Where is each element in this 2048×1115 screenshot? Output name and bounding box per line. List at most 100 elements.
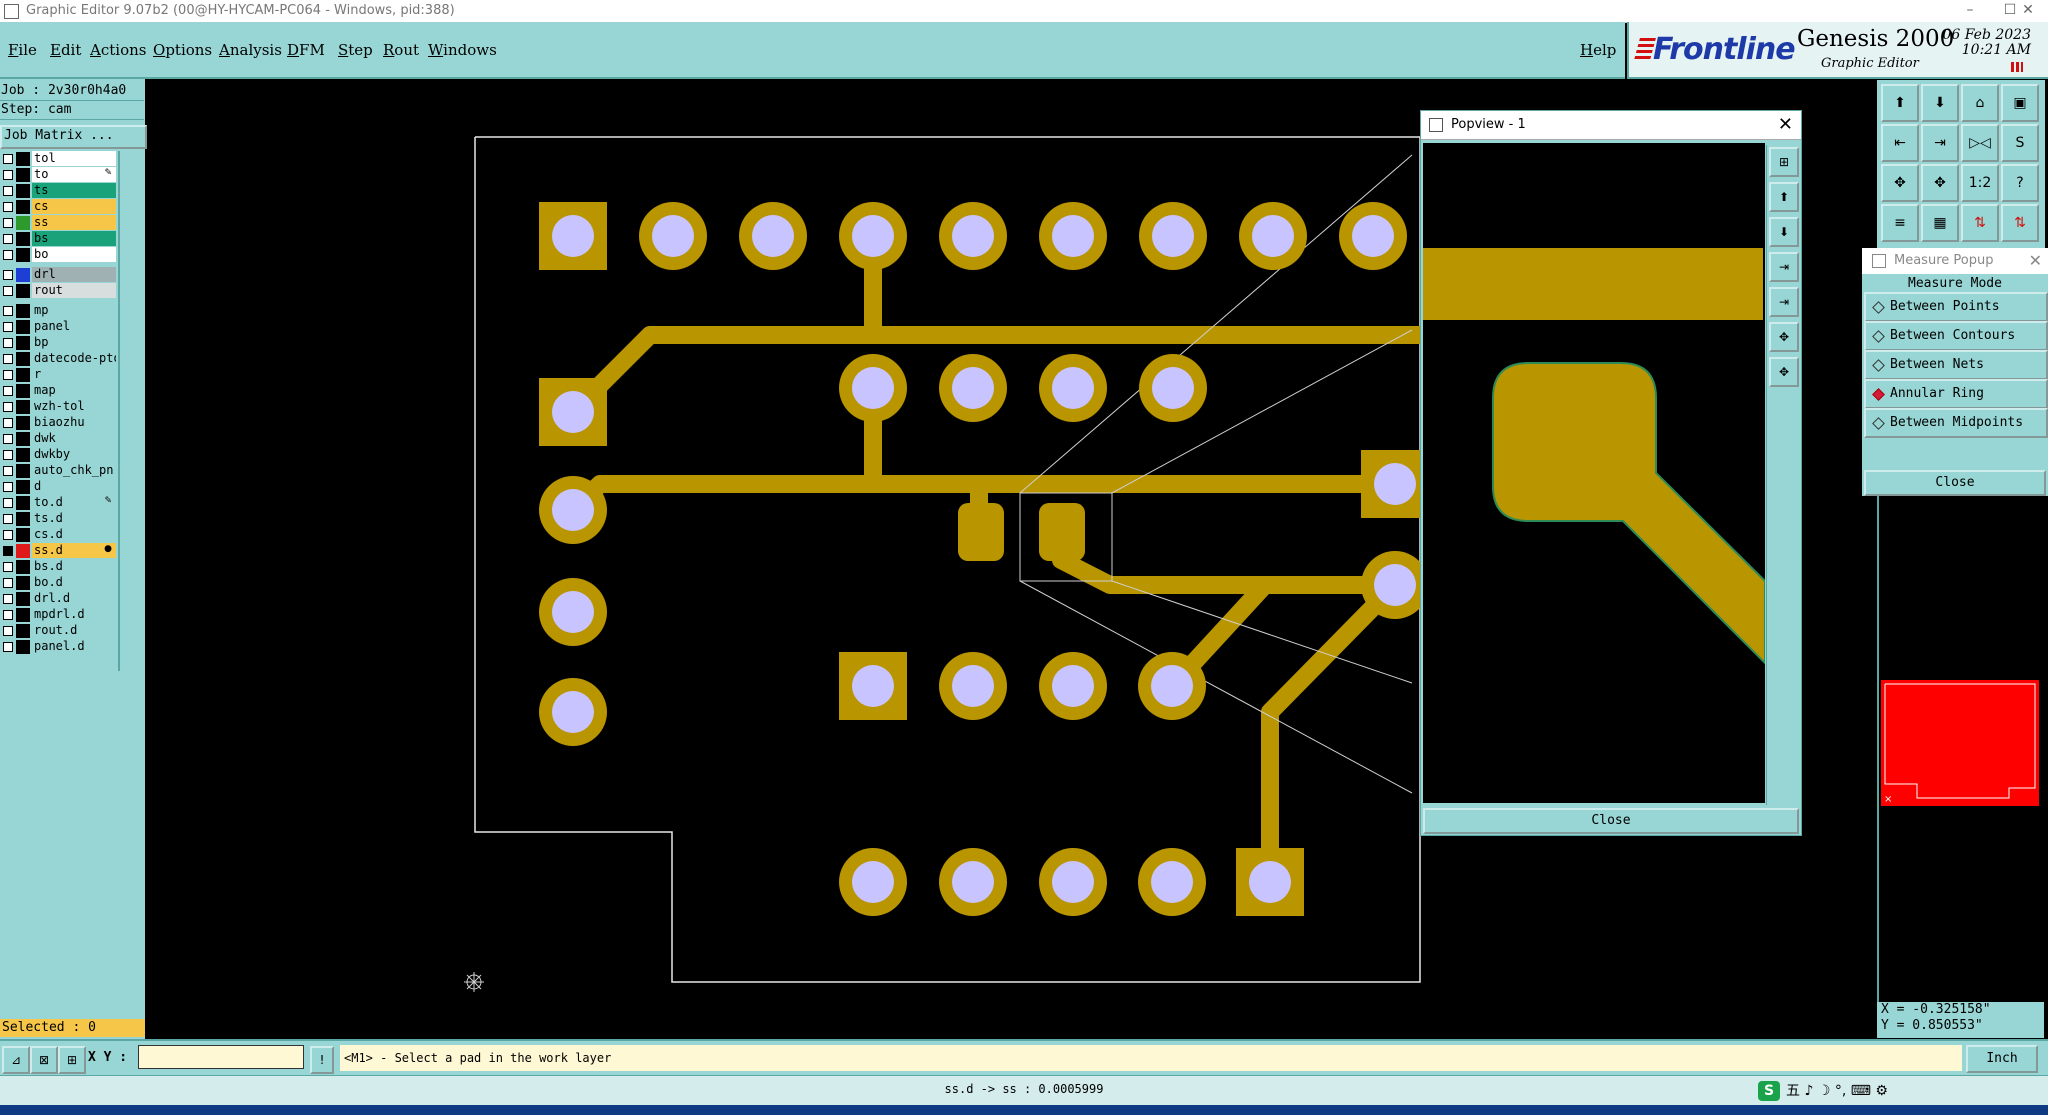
layer-name[interactable]: panel.d <box>32 639 116 654</box>
pv-tool-button[interactable]: ✥ <box>1769 322 1799 352</box>
xy-input[interactable] <box>138 1045 304 1069</box>
layer-row[interactable]: drl.d <box>0 591 118 607</box>
layer-row[interactable]: bp <box>0 335 118 351</box>
layer-row[interactable]: bs <box>0 231 118 247</box>
layer-name[interactable]: rout.d <box>32 623 116 638</box>
layer-name[interactable]: bs.d <box>32 559 116 574</box>
layer-row[interactable]: auto_chk_pn <box>0 463 118 479</box>
layer-color-swatch[interactable] <box>16 512 30 526</box>
layer-checkbox[interactable] <box>3 306 13 316</box>
layer-name[interactable]: to.d✎ <box>32 495 116 510</box>
pv-tool-button[interactable]: ⬇ <box>1769 217 1799 247</box>
layer-row[interactable]: tol <box>0 151 118 167</box>
layer-color-swatch[interactable] <box>16 368 30 382</box>
layer-name[interactable]: wzh-tol <box>32 399 116 414</box>
pv-tool-button[interactable]: ⇥ <box>1769 252 1799 282</box>
layer-row[interactable]: datecode-pto <box>0 351 118 367</box>
layer-checkbox[interactable] <box>3 546 13 556</box>
layer-row[interactable]: biaozhu <box>0 415 118 431</box>
measure-option[interactable]: Between Contours <box>1864 321 2048 351</box>
layer-name[interactable]: bs <box>32 231 116 246</box>
layer-checkbox[interactable] <box>3 578 13 588</box>
layer-row[interactable]: cs.d <box>0 527 118 543</box>
pv-tool-button[interactable]: ⇥ <box>1769 287 1799 317</box>
layer-checkbox[interactable] <box>3 370 13 380</box>
measure-option[interactable]: Between Points <box>1864 292 2048 322</box>
toolbar-button[interactable]: ▦ <box>1921 204 1959 242</box>
popview-close-icon[interactable]: ✕ <box>1777 114 1793 135</box>
layer-color-swatch[interactable] <box>16 624 30 638</box>
toolbar-button[interactable]: 1:2 <box>1961 164 1999 202</box>
layer-name[interactable]: dwk <box>32 431 116 446</box>
layer-row[interactable]: bs.d <box>0 559 118 575</box>
layer-name[interactable]: r <box>32 367 116 382</box>
measure-close-button[interactable]: Close <box>1864 470 2046 496</box>
measure-option[interactable]: Between Midpoints <box>1864 408 2048 438</box>
layer-checkbox[interactable] <box>3 286 13 296</box>
layer-checkbox[interactable] <box>3 402 13 412</box>
pv-tool-button[interactable]: ⬆ <box>1769 182 1799 212</box>
toolbar-button[interactable]: ≡ <box>1881 204 1919 242</box>
layer-color-swatch[interactable] <box>16 480 30 494</box>
layer-checkbox[interactable] <box>3 594 13 604</box>
layer-color-swatch[interactable] <box>16 320 30 334</box>
layer-name[interactable]: datecode-pto <box>32 351 116 366</box>
layer-row[interactable]: cs <box>0 199 118 215</box>
layer-checkbox[interactable] <box>3 610 13 620</box>
menu-dfm[interactable]: DFM <box>287 41 325 59</box>
toolbar-button[interactable]: ▷◁ <box>1961 124 1999 162</box>
layer-name[interactable]: ts.d <box>32 511 116 526</box>
layer-row[interactable]: rout <box>0 283 118 299</box>
toolbar-button[interactable]: S <box>2001 124 2039 162</box>
snap-mode-icon[interactable]: ⊿ <box>2 1046 30 1074</box>
layer-checkbox[interactable] <box>3 562 13 572</box>
layer-checkbox[interactable] <box>3 626 13 636</box>
layer-color-swatch[interactable] <box>16 200 30 214</box>
layer-row[interactable]: d <box>0 479 118 495</box>
toolbar-button[interactable]: ✥ <box>1921 164 1959 202</box>
layer-row[interactable]: ts.d <box>0 511 118 527</box>
layer-name[interactable]: ts <box>32 183 116 198</box>
menu-help[interactable]: Help <box>1580 41 1617 59</box>
layer-row[interactable]: panel.d <box>0 639 118 655</box>
toolbar-button[interactable]: ? <box>2001 164 2039 202</box>
layer-name[interactable]: mpdrl.d <box>32 607 116 622</box>
layer-color-swatch[interactable] <box>16 268 30 282</box>
layer-row[interactable]: ss <box>0 215 118 231</box>
popview-close-button[interactable]: Close <box>1423 808 1799 834</box>
layer-color-swatch[interactable] <box>16 152 30 166</box>
toolbar-button[interactable]: ⌂ <box>1961 84 1999 122</box>
measure-close-icon[interactable]: ✕ <box>2028 251 2042 270</box>
layer-color-swatch[interactable] <box>16 448 30 462</box>
layer-checkbox[interactable] <box>3 234 13 244</box>
menu-rout[interactable]: Rout <box>383 41 420 59</box>
toolbar-button[interactable]: ▣ <box>2001 84 2039 122</box>
layer-color-swatch[interactable] <box>16 400 30 414</box>
job-matrix-button[interactable]: Job Matrix ... <box>0 125 147 149</box>
layer-row[interactable]: mp <box>0 303 118 319</box>
layer-row[interactable]: panel <box>0 319 118 335</box>
minimize-button[interactable]: – <box>1966 2 1974 18</box>
toolbar-button[interactable]: ⇅ <box>1961 204 1999 242</box>
layer-row[interactable]: r <box>0 367 118 383</box>
layer-checkbox[interactable] <box>3 354 13 364</box>
layer-color-swatch[interactable] <box>16 352 30 366</box>
layer-name[interactable]: bp <box>32 335 116 350</box>
layer-checkbox[interactable] <box>3 482 13 492</box>
layer-name[interactable]: to✎ <box>32 167 116 182</box>
layer-row[interactable]: ss.d● <box>0 543 118 559</box>
layer-color-swatch[interactable] <box>16 528 30 542</box>
layer-checkbox[interactable] <box>3 218 13 228</box>
toolbar-button[interactable]: ⬇ <box>1921 84 1959 122</box>
layer-color-swatch[interactable] <box>16 304 30 318</box>
maximize-button[interactable]: ☐ <box>2003 2 2017 18</box>
popview-canvas[interactable] <box>1423 143 1765 803</box>
pv-tool-button[interactable]: ✥ <box>1769 357 1799 387</box>
layer-row[interactable]: rout.d <box>0 623 118 639</box>
overview-map[interactable]: × <box>1877 496 2048 1036</box>
layer-checkbox[interactable] <box>3 250 13 260</box>
toolbar-button[interactable]: ⇤ <box>1881 124 1919 162</box>
layer-row[interactable]: drl <box>0 267 118 283</box>
toolbar-button[interactable]: ✥ <box>1881 164 1919 202</box>
layer-checkbox[interactable] <box>3 154 13 164</box>
